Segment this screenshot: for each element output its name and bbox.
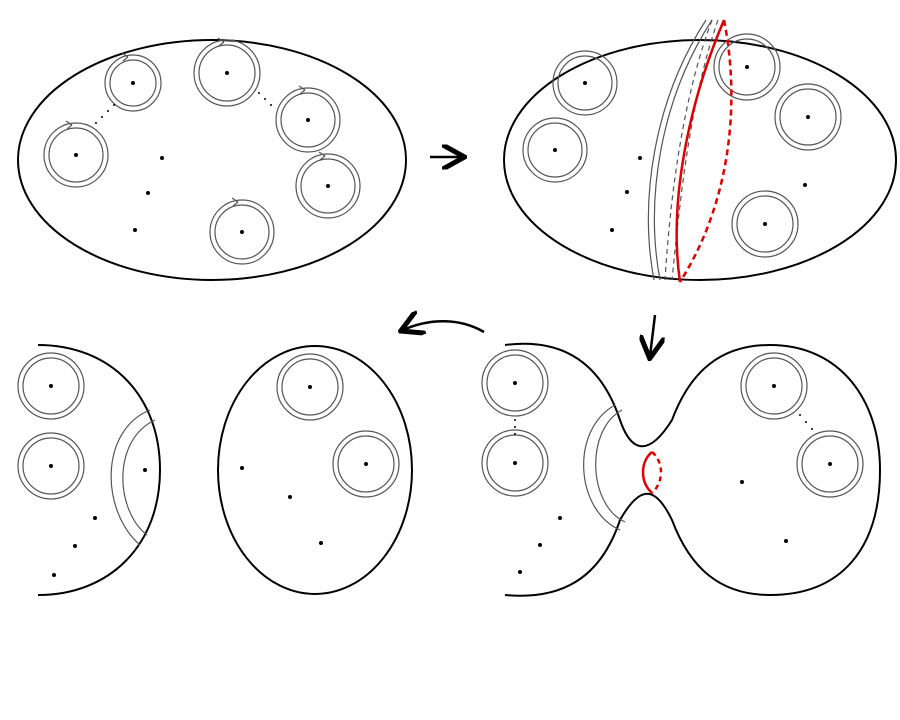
- puncture-loop: [481, 429, 549, 497]
- arc-loop: [583, 404, 626, 531]
- curved-arrow-left-icon: [403, 321, 485, 332]
- puncture-loop: [522, 117, 588, 183]
- puncture-loop: [17, 432, 85, 500]
- arrow-down-icon: [650, 314, 655, 356]
- puncture-loop: [552, 50, 618, 116]
- dotted-connectors: [95, 92, 272, 124]
- red-separating-curve: [675, 19, 733, 283]
- panel-split: [17, 344, 413, 596]
- free-punctures: [240, 466, 323, 545]
- right-piece-boundary: [217, 345, 413, 595]
- panel-cut-curve: [503, 19, 897, 283]
- dotted-connectors: [514, 414, 813, 435]
- free-punctures: [610, 156, 807, 232]
- puncture-loop: [104, 52, 162, 112]
- puncture-loop: [276, 353, 344, 421]
- red-neck-curve: [641, 451, 663, 494]
- free-punctures: [52, 468, 147, 577]
- puncture-loop: [481, 349, 549, 417]
- arc-loop: [110, 409, 156, 546]
- outer-boundary: [17, 39, 407, 281]
- puncture-loop: [17, 352, 85, 420]
- puncture-loop: [713, 33, 781, 101]
- curve-band: [647, 19, 719, 281]
- puncture-loop: [731, 190, 799, 258]
- panel-pinched: [481, 342, 882, 597]
- left-piece-boundary: [37, 344, 162, 596]
- puncture-loop: [332, 430, 400, 498]
- free-punctures: [133, 156, 164, 232]
- puncture-loop: [193, 37, 261, 107]
- puncture-loop: [295, 151, 361, 219]
- puncture-loop: [774, 83, 842, 151]
- puncture-loop: [796, 430, 864, 498]
- puncture-loop: [43, 120, 109, 188]
- puncture-loop: [740, 352, 808, 420]
- outer-boundary: [504, 342, 882, 597]
- puncture-loop: [275, 85, 341, 153]
- panel-initial: [17, 37, 407, 281]
- free-punctures: [518, 480, 788, 574]
- outer-boundary: [503, 39, 897, 281]
- puncture-loop: [209, 197, 275, 265]
